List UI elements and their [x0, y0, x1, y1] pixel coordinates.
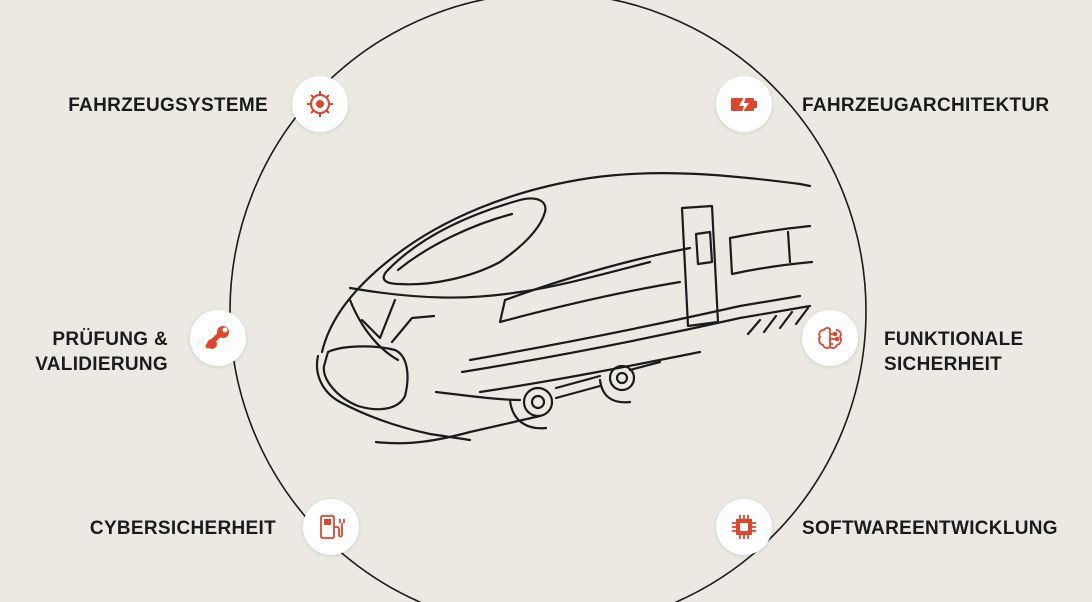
- node-pruefung[interactable]: [190, 310, 246, 366]
- node-fahrzeugarchitektur[interactable]: [716, 76, 772, 132]
- label-funktionale: FUNKTIONALE SICHERHEIT: [884, 327, 1023, 377]
- label-software: SOFTWAREENTWICKLUNG: [802, 516, 1058, 541]
- label-fahrzeugsysteme: FAHRZEUGSYSTEME: [68, 93, 268, 118]
- node-software[interactable]: [716, 499, 772, 555]
- node-cyber[interactable]: [303, 499, 359, 555]
- label-fahrzeugarchitektur: FAHRZEUGARCHITEKTUR: [802, 93, 1049, 118]
- node-funktionale[interactable]: [802, 310, 858, 366]
- train-drawing: [317, 173, 812, 443]
- chip-icon: [728, 511, 760, 543]
- charging-station-icon: [315, 511, 347, 543]
- gear-icon: [304, 88, 336, 120]
- battery-charging-icon: [728, 88, 760, 120]
- node-fahrzeugsysteme[interactable]: [292, 76, 348, 132]
- brain-circuit-icon: [814, 322, 846, 354]
- label-pruefung: PRÜFUNG & VALIDIERUNG: [35, 327, 168, 377]
- label-cyber: CYBERSICHERHEIT: [90, 516, 276, 541]
- wrench-icon: [202, 322, 234, 354]
